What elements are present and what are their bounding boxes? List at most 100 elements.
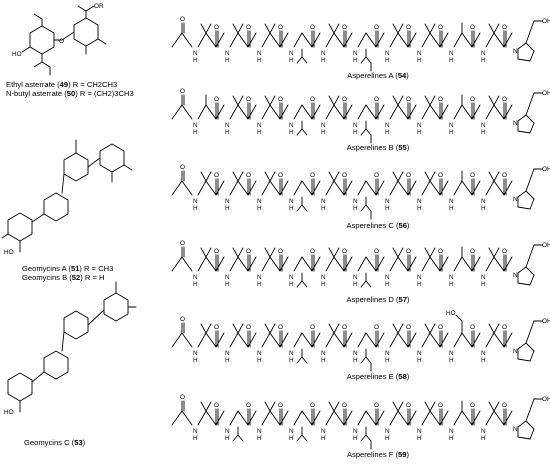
nitrogen-label: N bbox=[481, 274, 486, 281]
backbone-bond bbox=[471, 410, 481, 426]
backbone-bond bbox=[261, 256, 271, 272]
backbone-bond bbox=[311, 410, 321, 426]
methyl-bond bbox=[333, 401, 340, 412]
methyl-bond bbox=[424, 171, 431, 182]
hydrogen-label: H bbox=[257, 281, 262, 288]
proline-ring-bond bbox=[529, 122, 535, 134]
hydrogen-label: H bbox=[225, 281, 230, 288]
methyl-bond bbox=[488, 95, 495, 106]
oxygen-label: O bbox=[374, 248, 379, 255]
methyl-bond bbox=[493, 401, 500, 412]
nitrogen-label: N bbox=[481, 350, 486, 357]
methyl-bond bbox=[237, 171, 244, 182]
hydrogen-label: H bbox=[417, 57, 422, 64]
side-chain-bond bbox=[301, 56, 308, 64]
asterrate-structure: O HO OR HO bbox=[1, 3, 137, 416]
backbone-bond bbox=[343, 32, 353, 48]
methyl-bond bbox=[392, 247, 399, 258]
nitrogen-label: N bbox=[257, 428, 262, 435]
backbone-bond bbox=[389, 104, 399, 120]
oxygen-label: O bbox=[438, 172, 443, 179]
nitrogen-label: N bbox=[257, 274, 262, 281]
oxygen-label: O bbox=[246, 248, 251, 255]
nitrogen-label: N bbox=[449, 274, 454, 281]
backbone-bond bbox=[293, 410, 303, 426]
methyl-bond bbox=[397, 323, 404, 334]
oxygen-label: O bbox=[470, 402, 475, 409]
oxygen-label: O bbox=[438, 402, 443, 409]
backbone-bond bbox=[325, 32, 335, 48]
proline-ring-bond bbox=[529, 50, 535, 62]
acetyl-bond bbox=[181, 332, 193, 348]
backbone-bond bbox=[407, 410, 417, 426]
proline-ring-bond bbox=[517, 190, 527, 198]
oxygen-label: O bbox=[470, 248, 475, 255]
oxygen-label: O bbox=[310, 324, 315, 331]
hydroxymethyl-bond bbox=[525, 92, 535, 116]
oxygen-label: O bbox=[278, 402, 283, 409]
oxygen-label: O bbox=[406, 324, 411, 331]
backbone-bond bbox=[279, 32, 289, 48]
methyl-bond bbox=[205, 401, 212, 412]
backbone-bond bbox=[279, 332, 289, 348]
backbone-bond bbox=[325, 256, 335, 272]
oxygen-label: O bbox=[278, 248, 283, 255]
hydroxyl-label: OH bbox=[542, 318, 550, 325]
methyl-bond bbox=[205, 23, 212, 34]
oxygen-label: O bbox=[406, 24, 411, 31]
hydrogen-label: H bbox=[321, 435, 326, 442]
methyl-bond bbox=[264, 95, 271, 106]
backbone-bond bbox=[237, 104, 249, 120]
acetyl-bond bbox=[181, 32, 193, 48]
side-chain-bond bbox=[365, 56, 372, 64]
proline-ring-bond bbox=[517, 206, 531, 210]
side-chain-bond bbox=[296, 204, 303, 212]
methyl-bond bbox=[237, 95, 244, 106]
backbone-bond bbox=[261, 32, 271, 48]
nitrogen-label: N bbox=[257, 50, 262, 57]
backbone-bond bbox=[311, 180, 321, 196]
methyl-bond bbox=[200, 401, 207, 412]
hydrogen-label: H bbox=[385, 435, 390, 442]
oxygen-label: O bbox=[310, 172, 315, 179]
oxygen-label: O bbox=[406, 172, 411, 179]
methyl-bond bbox=[232, 323, 239, 334]
oxygen-label: O bbox=[246, 402, 251, 409]
oxygen-label: O bbox=[502, 402, 507, 409]
geomycin-c-ho-label: HO bbox=[4, 409, 14, 416]
proline-ring-bond bbox=[529, 350, 535, 362]
side-chain-bond bbox=[296, 56, 303, 64]
backbone-bond bbox=[439, 180, 449, 196]
methyl-bond bbox=[333, 95, 340, 106]
geomycins-b-label: Geomycins B (52) R = H bbox=[22, 273, 105, 282]
methyl-bond bbox=[333, 323, 340, 334]
proline-ring-bond bbox=[517, 282, 531, 286]
nitrogen-label: N bbox=[481, 50, 486, 57]
oxygen-label: O bbox=[214, 402, 219, 409]
methyl-bond bbox=[488, 23, 495, 34]
side-chain-bond bbox=[237, 434, 244, 442]
backbone-bond bbox=[485, 32, 495, 48]
nitrogen-label: N bbox=[385, 198, 390, 205]
oxygen-label: O bbox=[214, 324, 219, 331]
backbone-bond bbox=[471, 256, 481, 272]
methyl-bond bbox=[424, 23, 431, 34]
geomycins-ab-label-group: Geomycins A (51) R = CH3 Geomycins B (52… bbox=[22, 264, 113, 282]
methyl-bond bbox=[200, 23, 207, 34]
backbone-bond bbox=[471, 332, 481, 348]
nitrogen-label: N bbox=[257, 122, 262, 129]
hydrogen-label: H bbox=[417, 435, 422, 442]
oxygen-label: O bbox=[502, 248, 507, 255]
methyl-bond bbox=[328, 23, 335, 34]
methyl-bond bbox=[397, 171, 404, 182]
methyl-bond bbox=[264, 23, 271, 34]
hydrogen-label: H bbox=[321, 129, 326, 136]
hydrogen-label: H bbox=[225, 129, 230, 136]
backbone-bond bbox=[269, 410, 281, 426]
nitrogen-label: N bbox=[225, 350, 230, 357]
backbone-bond bbox=[197, 410, 207, 426]
side-chain-bond bbox=[360, 280, 367, 288]
methyl-bond bbox=[493, 95, 500, 106]
backbone-bond bbox=[485, 410, 495, 426]
